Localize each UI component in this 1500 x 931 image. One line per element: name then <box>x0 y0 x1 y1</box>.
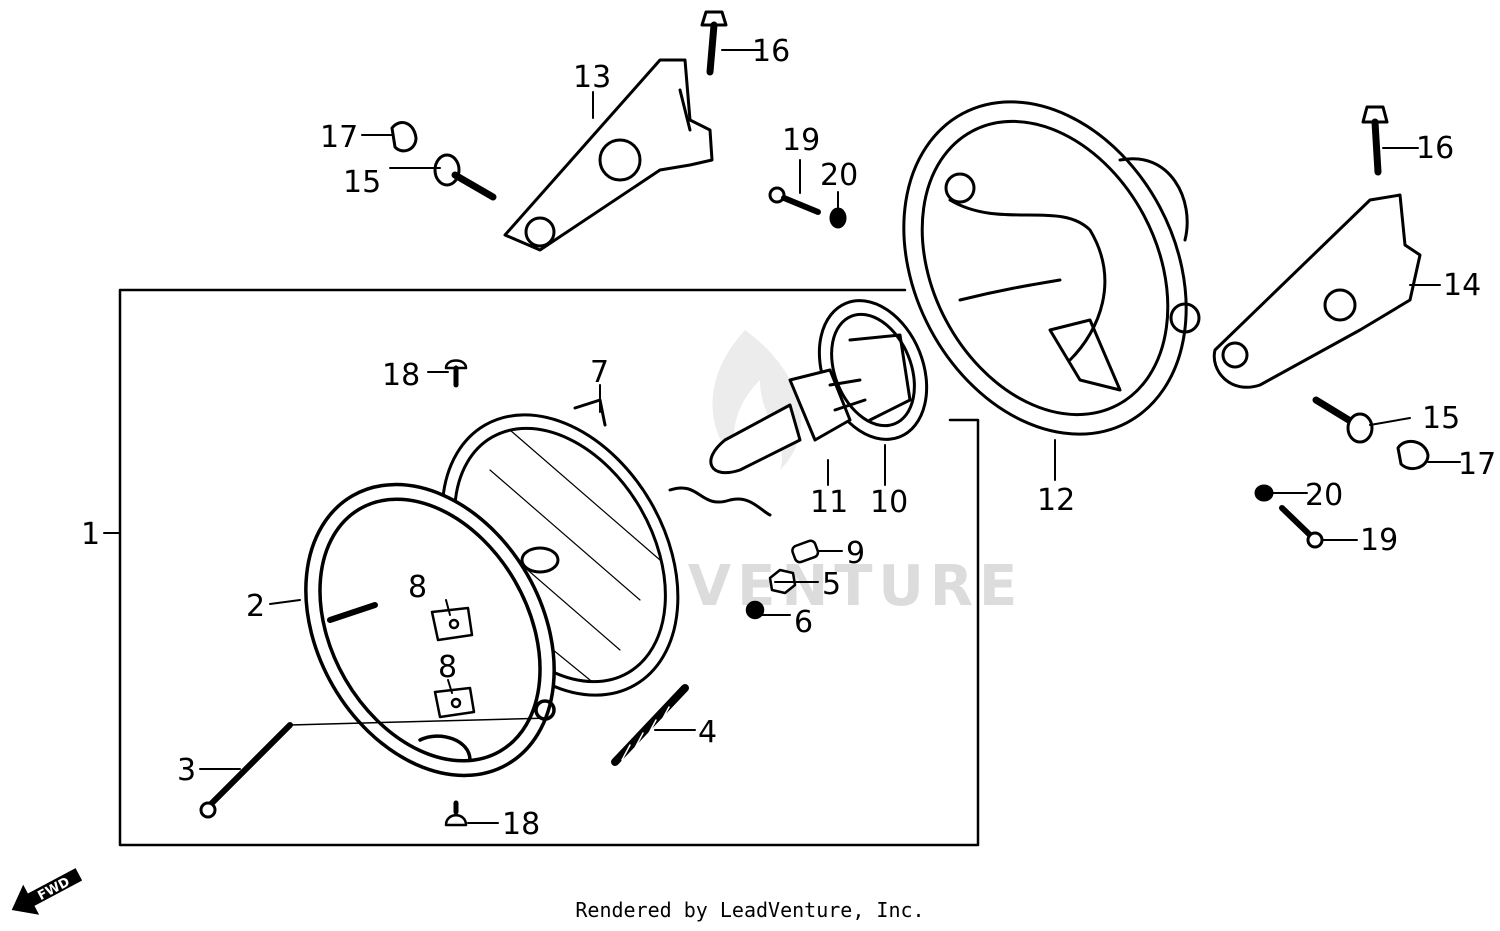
callout-16-left: 16 <box>752 34 790 69</box>
callout-18-lower: 18 <box>502 807 540 842</box>
callout-17-right: 17 <box>1458 447 1496 482</box>
callout-8-lower: 8 <box>438 650 457 685</box>
long-screw <box>199 717 551 819</box>
screw-18-upper <box>444 359 468 388</box>
small-nut <box>745 600 765 620</box>
cap-17-right <box>1396 439 1430 471</box>
leader-lines <box>103 49 1461 824</box>
callout-5: 5 <box>822 567 841 602</box>
callout-20-right: 20 <box>1305 478 1343 513</box>
callout-1: 1 <box>81 517 100 552</box>
callout-11: 11 <box>810 485 848 520</box>
bolt-15-left <box>433 153 497 201</box>
washer-20-left <box>829 207 847 229</box>
callout-12: 12 <box>1037 483 1075 518</box>
left-headlight-bracket <box>503 58 714 252</box>
callout-19-right: 19 <box>1360 523 1398 558</box>
callout-2: 2 <box>246 589 265 624</box>
headlight-rim <box>304 482 556 778</box>
callout-6: 6 <box>794 605 813 640</box>
callout-3: 3 <box>177 753 196 788</box>
bolt-16-right <box>1361 105 1389 176</box>
callout-15-left: 15 <box>343 165 381 200</box>
adjusting-clip-upper <box>430 606 474 642</box>
callout-20-left: 20 <box>820 158 858 193</box>
callout-10: 10 <box>870 485 908 520</box>
bulb <box>709 368 867 475</box>
callout-15-right: 15 <box>1422 401 1460 436</box>
callout-18-upper: 18 <box>382 358 420 393</box>
right-headlight-bracket <box>1212 193 1422 389</box>
headlight-case <box>902 100 1201 436</box>
callout-9: 9 <box>846 536 865 571</box>
bolt-16-left <box>700 10 728 76</box>
callout-17-left: 17 <box>320 120 358 155</box>
callout-labels: 1 2 3 4 5 6 7 8 8 9 10 11 12 13 14 15 15… <box>81 34 1496 842</box>
callout-4: 4 <box>698 715 717 750</box>
assembly-box-outline <box>118 288 980 847</box>
callout-14: 14 <box>1443 268 1481 303</box>
callout-13: 13 <box>573 60 611 95</box>
forward-arrow-icon <box>11 868 83 915</box>
callout-8-upper: 8 <box>408 570 427 605</box>
callout-19-left: 19 <box>782 123 820 158</box>
screw-18-lower <box>444 800 468 827</box>
screw-19-right <box>1279 505 1324 549</box>
render-credit: Rendered by LeadVenture, Inc. <box>575 898 925 922</box>
bolt-15-right <box>1312 396 1374 444</box>
adjusting-clip-lower <box>433 686 476 719</box>
washer-20-right <box>1254 484 1274 502</box>
cap-17-left <box>390 121 418 153</box>
adjuster-screw <box>611 684 689 766</box>
callout-16-right: 16 <box>1416 131 1454 166</box>
rubber-cap <box>791 539 820 564</box>
screw-19-left <box>768 186 821 215</box>
callout-7: 7 <box>590 355 609 390</box>
